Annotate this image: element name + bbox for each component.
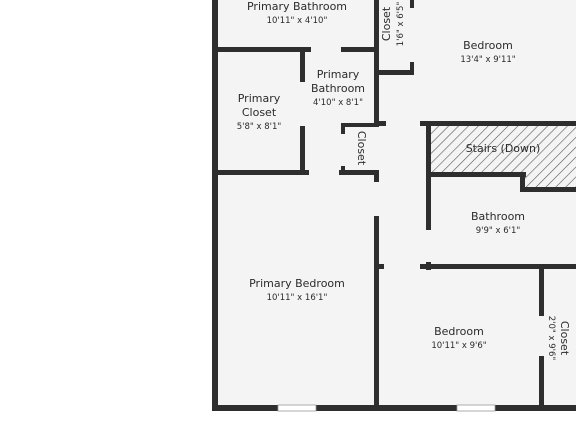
window xyxy=(456,404,496,412)
room-name-bedroom-top: Bedroom xyxy=(463,39,513,52)
room-name-closet-mid: Closet xyxy=(355,131,368,166)
room-dims-primary-closet: 5'8" x 8'1" xyxy=(237,122,282,132)
room-name-bedroom-bottom: Bedroom xyxy=(434,325,484,338)
room-dims-bedroom-top: 13'4" x 9'11" xyxy=(460,55,515,65)
room-dims-primary-bedroom: 10'11" x 16'1" xyxy=(267,293,328,303)
windows xyxy=(277,404,496,412)
window xyxy=(277,404,317,412)
room-dims-bedroom-bottom: 10'11" x 9'6" xyxy=(431,341,486,351)
room-name-primary-closet-line2: Closet xyxy=(242,106,277,119)
room-name-primary-bathroom-mid-line2: Bathroom xyxy=(311,82,365,95)
room-name-primary-bathroom-top: Primary Bathroom xyxy=(247,0,347,13)
room-dims-closet-top: 1'6" x 6'5" xyxy=(396,2,406,47)
room-name-bathroom: Bathroom xyxy=(471,210,525,223)
room-name-closet-bottom: Closet xyxy=(558,321,571,356)
floor-area xyxy=(215,0,576,408)
room-labels: Primary Bathroom 10'11" x 4'10" Closet 1… xyxy=(237,0,571,360)
room-dims-bathroom: 9'9" x 6'1" xyxy=(476,226,521,236)
room-name-stairs: Stairs (Down) xyxy=(466,142,541,155)
doorways xyxy=(300,8,544,356)
room-dims-primary-bathroom-mid: 4'10" x 8'1" xyxy=(313,98,363,108)
room-dims-closet-bottom: 2'0" x 9'6" xyxy=(546,316,556,361)
room-dims-primary-bathroom-top: 10'11" x 4'10" xyxy=(267,16,328,26)
room-name-primary-bedroom: Primary Bedroom xyxy=(249,277,345,290)
room-name-primary-closet-line1: Primary xyxy=(238,92,281,105)
room-name-primary-bathroom-mid-line1: Primary xyxy=(317,68,360,81)
room-name-closet-top: Closet xyxy=(380,6,393,41)
